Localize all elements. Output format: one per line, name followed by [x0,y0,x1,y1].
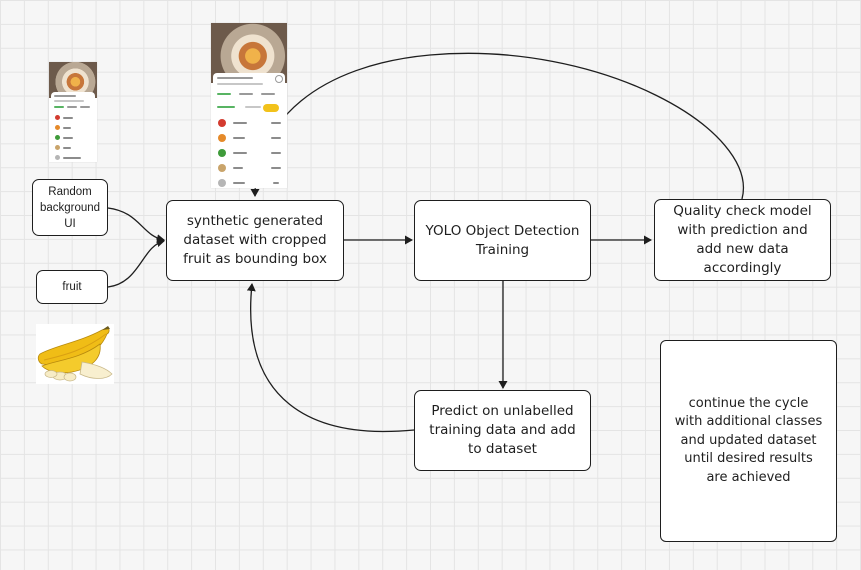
predict-unlabelled-label: Predict on unlabelled training data and … [429,403,576,457]
synthetic-dataset-label: synthetic generated dataset with cropped… [183,213,327,267]
predict-unlabelled-box[interactable]: Predict on unlabelled training data and … [414,390,591,471]
quality-check-label: Quality check model with prediction and … [673,203,812,276]
random-background-ui-box[interactable]: Random background UI [32,179,108,236]
yolo-training-box[interactable]: YOLO Object Detection Training [414,200,591,281]
banana-icon [37,326,113,382]
random-background-ui-label: Random background UI [39,185,101,230]
quality-check-box[interactable]: Quality check model with prediction and … [654,199,831,281]
arrow-quality-to-synthetic [250,52,745,200]
cycle-note-label: continue the cycle with additional class… [674,395,823,485]
ui-screenshot-small [49,62,97,162]
fruit-box[interactable]: fruit [36,270,108,304]
banana-image [36,324,114,384]
yolo-training-label: YOLO Object Detection Training [425,222,580,258]
cycle-note-box[interactable]: continue the cycle with additional class… [660,340,837,542]
arrow-fruit-to-synthetic [107,238,165,288]
ui-screenshot-large [211,23,287,188]
arrow-predict-to-synthetic [246,283,415,433]
synthetic-dataset-box[interactable]: synthetic generated dataset with cropped… [166,200,344,281]
fruit-label: fruit [62,281,82,293]
arrow-random-ui-to-synthetic [107,207,165,244]
